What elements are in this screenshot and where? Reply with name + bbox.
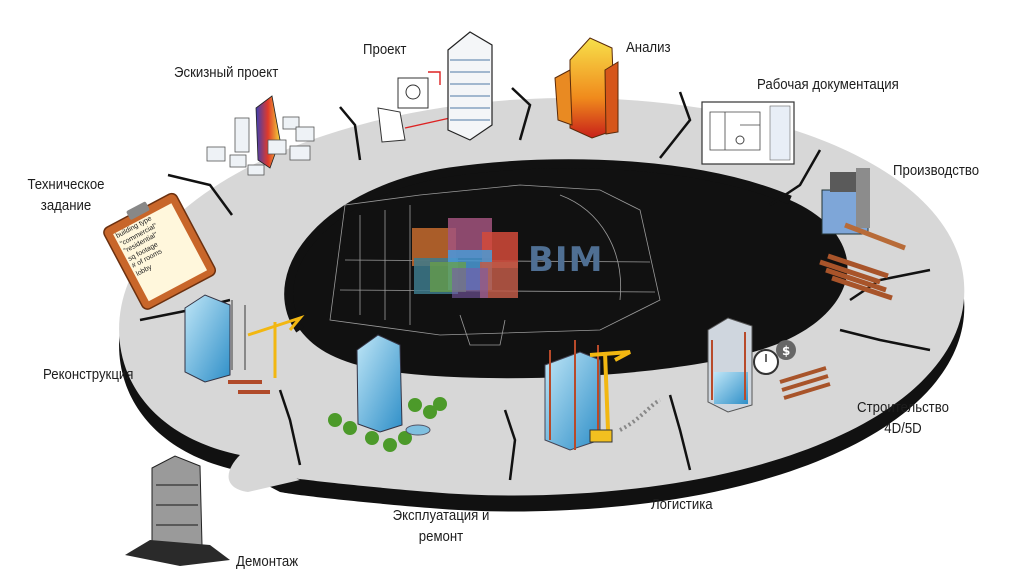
construction-4d5d-illustration: $ <box>707 317 831 413</box>
sketch-massing-illustration <box>206 95 315 176</box>
working-docs-drawing <box>701 101 795 165</box>
lifecycle-ring <box>119 87 965 512</box>
project-tower-illustration <box>377 31 493 143</box>
stage-label-terms: Техническое задание <box>27 176 105 214</box>
stage-label-reconstruction: Реконструкция <box>43 366 134 383</box>
stage-label-analysis: Анализ <box>626 39 671 56</box>
logistics-site-illustration <box>544 340 662 451</box>
operation-tower-park <box>328 334 447 452</box>
requirements-clipboard <box>103 192 217 310</box>
stage-label-project: Проект <box>363 41 407 58</box>
stage-label-operation: Эксплуатация и ремонт <box>392 507 490 545</box>
svg-text:$: $ <box>782 344 790 358</box>
bim-title: BIM <box>528 240 604 280</box>
bim-cube-icon <box>412 218 518 298</box>
analysis-heatmap-building <box>554 37 619 139</box>
reconstruction-crane-illustration <box>184 294 305 394</box>
stage-label-construction: Строительство 4D/5D <box>857 399 949 437</box>
production-machine <box>819 168 906 301</box>
stage-label-demolition: Демонтаж <box>236 553 299 570</box>
stage-label-working-docs: Рабочая документация <box>757 76 899 93</box>
stage-label-sketch: Эскизный проект <box>174 64 279 81</box>
stage-label-logistics: Логистика <box>651 496 713 513</box>
demolition-ruins-illustration <box>125 455 230 566</box>
stage-label-production: Производство <box>893 162 980 179</box>
